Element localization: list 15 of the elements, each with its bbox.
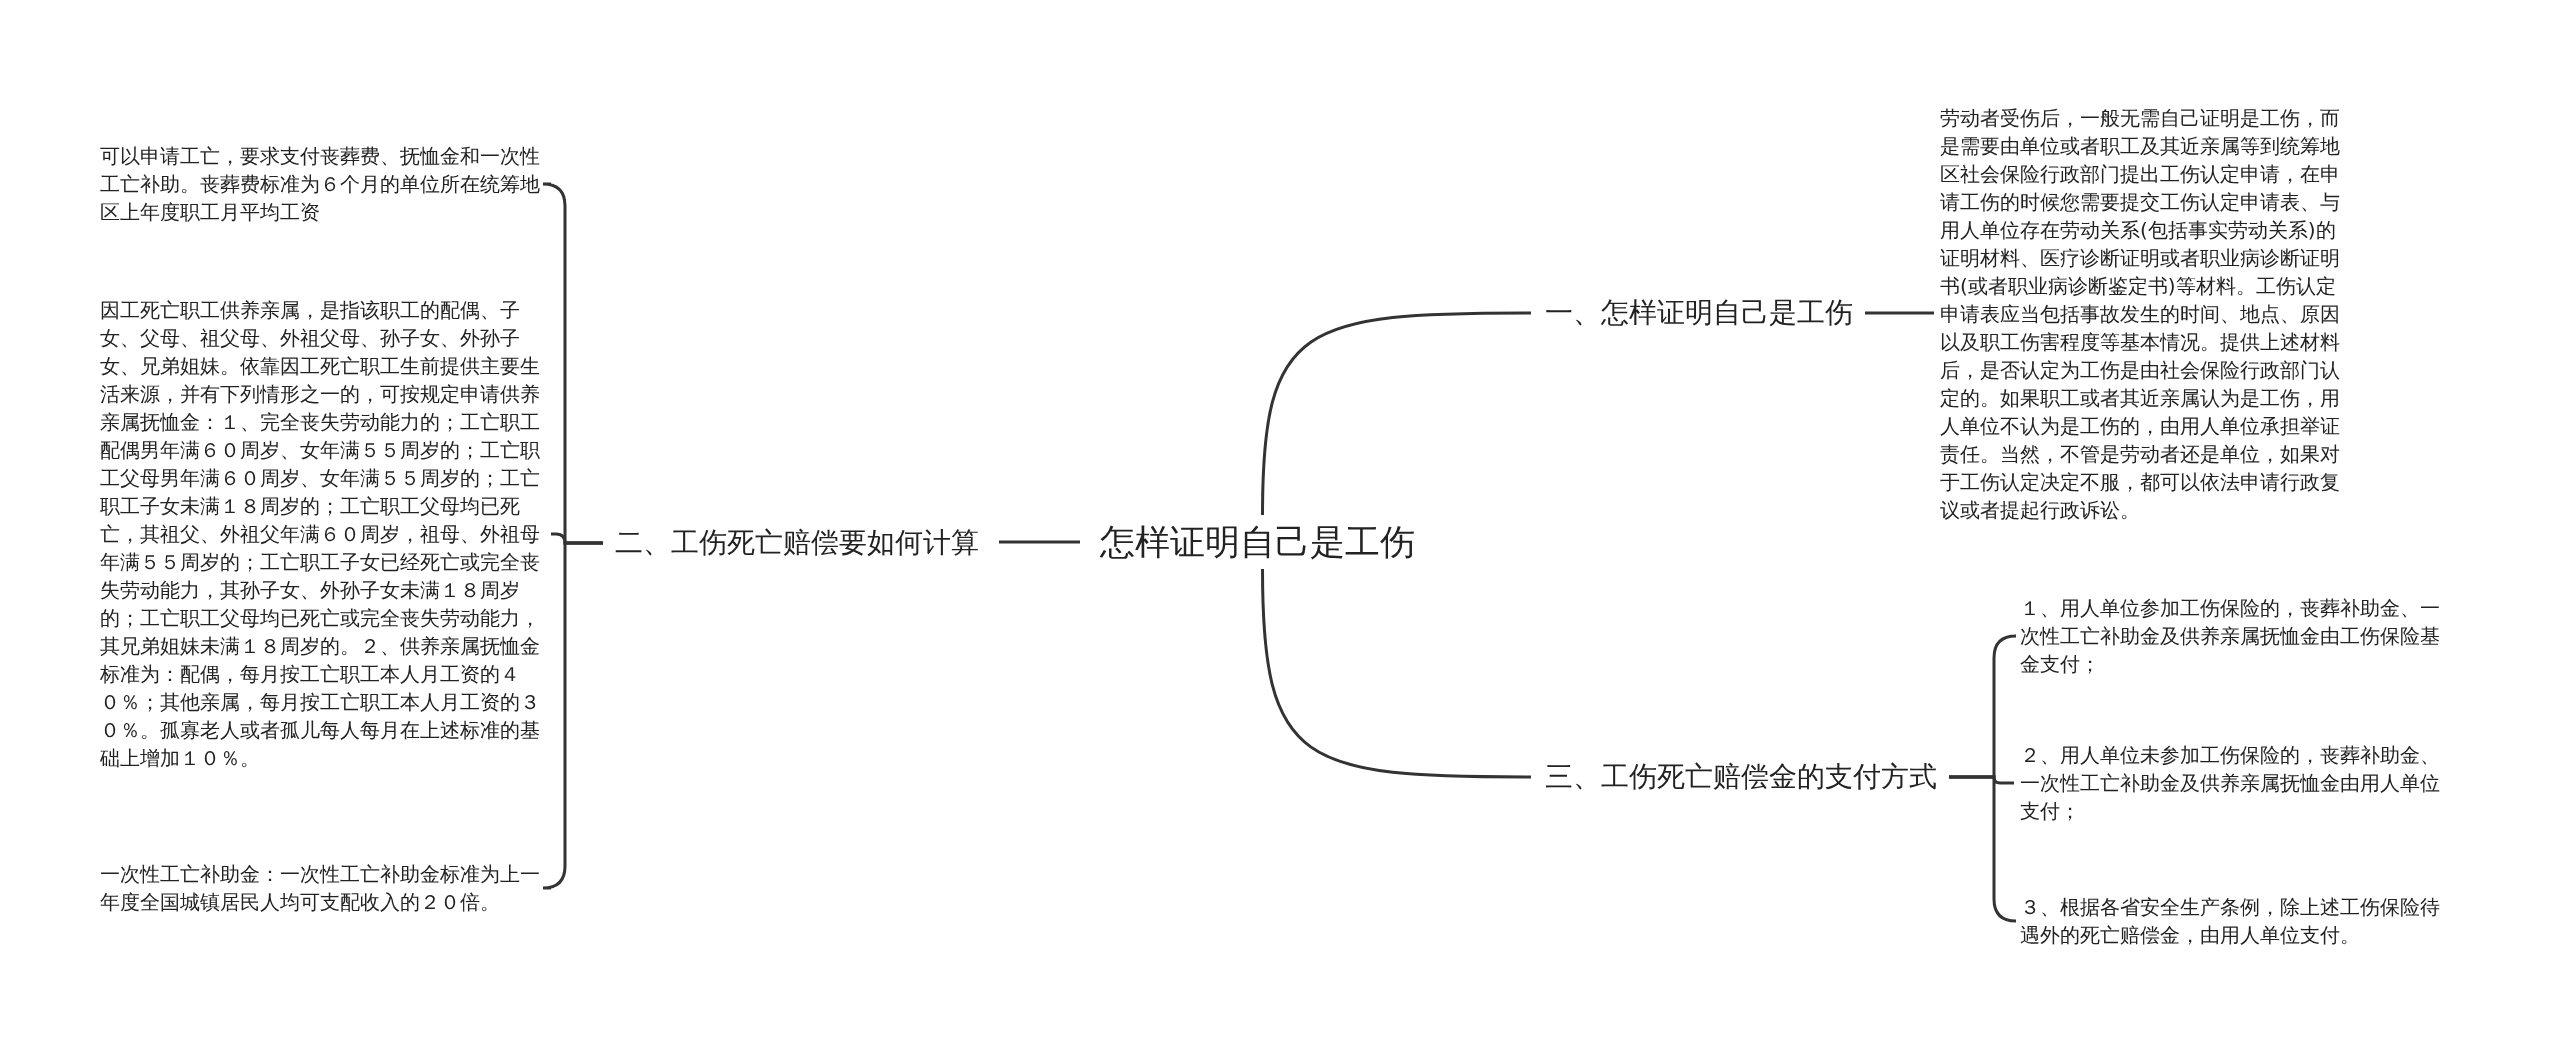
connector-line xyxy=(1261,568,1531,779)
branch-topic: 一、怎样证明自己是工伤 xyxy=(1545,294,1853,332)
leaf-text: ３、根据各省安全生产条例，除上述工伤保险待遇外的死亡赔偿金，由用人单位支付。 xyxy=(2020,893,2440,949)
branch-topic: 二、工伤死亡赔偿要如何计算 xyxy=(615,524,979,562)
leaf-text: ２、用人单位未参加工伤保险的，丧葬补助金、一次性工亡补助金及供养亲属抚恤金由用人单位支付； xyxy=(2020,741,2440,825)
connector-line xyxy=(1865,311,1934,315)
leaf-text: 一次性工亡补助金：一次性工亡补助金标准为上一年度全国城镇居民人均可支配收入的２０倍。 xyxy=(100,860,545,916)
leaf-text: 可以申请工亡，要求支付丧葬费、抚恤金和一次性工亡补助。丧葬费标准为６个月的单位所在统筹地区上年度职工月平均工资 xyxy=(100,142,545,226)
connector-line xyxy=(999,540,1080,544)
leaf-text: １、用人单位参加工伤保险的，丧葬补助金、一次性工亡补助金及供养亲属抚恤金由工伤保险基金支付； xyxy=(2020,594,2440,678)
branch-topic: 三、工伤死亡赔偿金的支付方式 xyxy=(1545,758,1937,796)
connector-line xyxy=(1261,311,1531,516)
leaf-text: 劳动者受伤后，一般无需自己证明是工伤，而是需要由单位或者职工及其近亲属等到统筹地区社会保险行政部门提出工伤认定申请，在申请工伤的时候您需要提交工伤认定申请表、与用人单位存在劳动关系(包括事实劳动关系)的证明材料、医疗诊断证明或者职业病诊断证明书(或者职业病诊断鉴定书)等材料。工伤认定申请表应当包括事故发生的时间、地点、原因以及职工伤害程度等基本情况。提供上述材料后，是否认定为工伤是由社会保险行政部门认定的。如果职工或者其近亲属认为是工伤，用人单位不认为是工伤的，由用人单位承担举证责任。当然，不管是劳动者还是单位，如果对于工伤认定决定不服，都可以依法申请行政复议或者提起行政诉讼。 xyxy=(1940,104,2345,524)
central-topic: 怎样证明自己是工伤 xyxy=(1100,519,1415,565)
leaf-text: 因工死亡职工供养亲属，是指该职工的配偶、子女、父母、祖父母、外祖父母、孙子女、外孙子女、兄弟姐妹。依靠因工死亡职工生前提供主要生活来源，并有下列情形之一的，可按规定申请供养亲属抚恤金：１、完全丧失劳动能力的；工亡职工配偶男年满６０周岁、女年满５５周岁的；工亡职工父母男年满６０周岁、女年满５５周岁的；工亡职工子女未满１８周岁的；工亡职工父母均已死亡，其祖父、外祖父年满６０周岁，祖母、外祖母年满５５周岁的；工亡职工子女已经死亡或完全丧失劳动能力，其孙子女、外孙子女未满１８周岁的；工亡职工父母均已死亡或完全丧失劳动能力，其兄弟姐妹未满１８周岁的。２、供养亲属抚恤金标准为：配偶，每月按工亡职工本人月工资的４０％；其他亲属，每月按工亡职工本人月工资的３０％。孤寡老人或者孤儿每人每月在上述标准的基础上增加１０％。 xyxy=(100,296,545,772)
